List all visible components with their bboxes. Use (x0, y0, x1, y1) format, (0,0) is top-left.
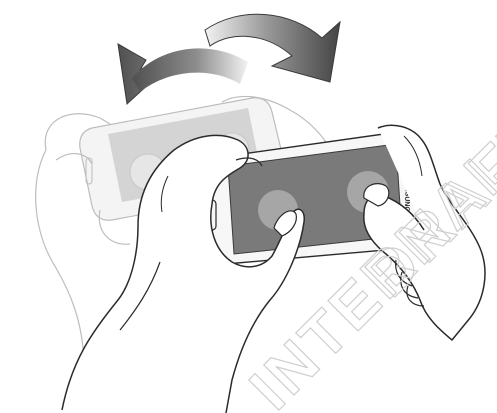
rotate-left-arrow-body (132, 48, 248, 92)
rotate-arrows-icon (118, 14, 340, 104)
